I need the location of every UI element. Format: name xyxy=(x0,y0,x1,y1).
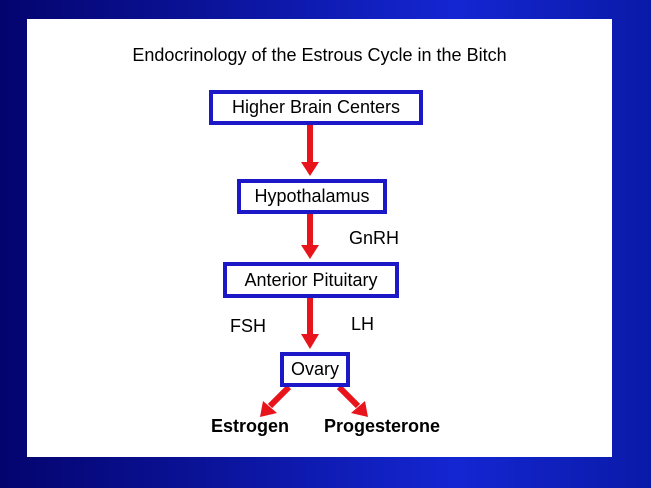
node-hypothalamus-label: Hypothalamus xyxy=(254,186,370,206)
arrow-brain-to-hypothalamus xyxy=(301,125,319,176)
node-ovary-label: Ovary xyxy=(290,359,339,379)
node-anterior-pituitary: Anterior Pituitary xyxy=(223,262,399,298)
arrow-hypothalamus-to-pituitary xyxy=(301,214,319,259)
node-ovary: Ovary xyxy=(280,352,350,387)
node-higher-brain-centers-label: Higher Brain Centers xyxy=(231,97,401,117)
label-progesterone: Progesterone xyxy=(324,416,441,436)
label-estrogen: Estrogen xyxy=(211,416,290,436)
arrow-pituitary-to-ovary xyxy=(301,298,319,349)
node-anterior-pituitary-label: Anterior Pituitary xyxy=(244,270,378,290)
label-fsh: FSH xyxy=(230,316,266,336)
node-higher-brain-centers: Higher Brain Centers xyxy=(209,90,423,125)
arrow-ovary-to-estrogen xyxy=(260,384,292,417)
node-hypothalamus: Hypothalamus xyxy=(237,179,387,214)
arrow-ovary-to-progesterone xyxy=(336,384,368,417)
arrows-layer xyxy=(260,125,368,417)
diagram-title: Endocrinology of the Estrous Cycle in th… xyxy=(132,45,507,65)
label-lh: LH xyxy=(351,314,375,334)
label-gnrh: GnRH xyxy=(349,228,400,248)
slide-panel: Endocrinology of the Estrous Cycle in th… xyxy=(27,19,612,457)
